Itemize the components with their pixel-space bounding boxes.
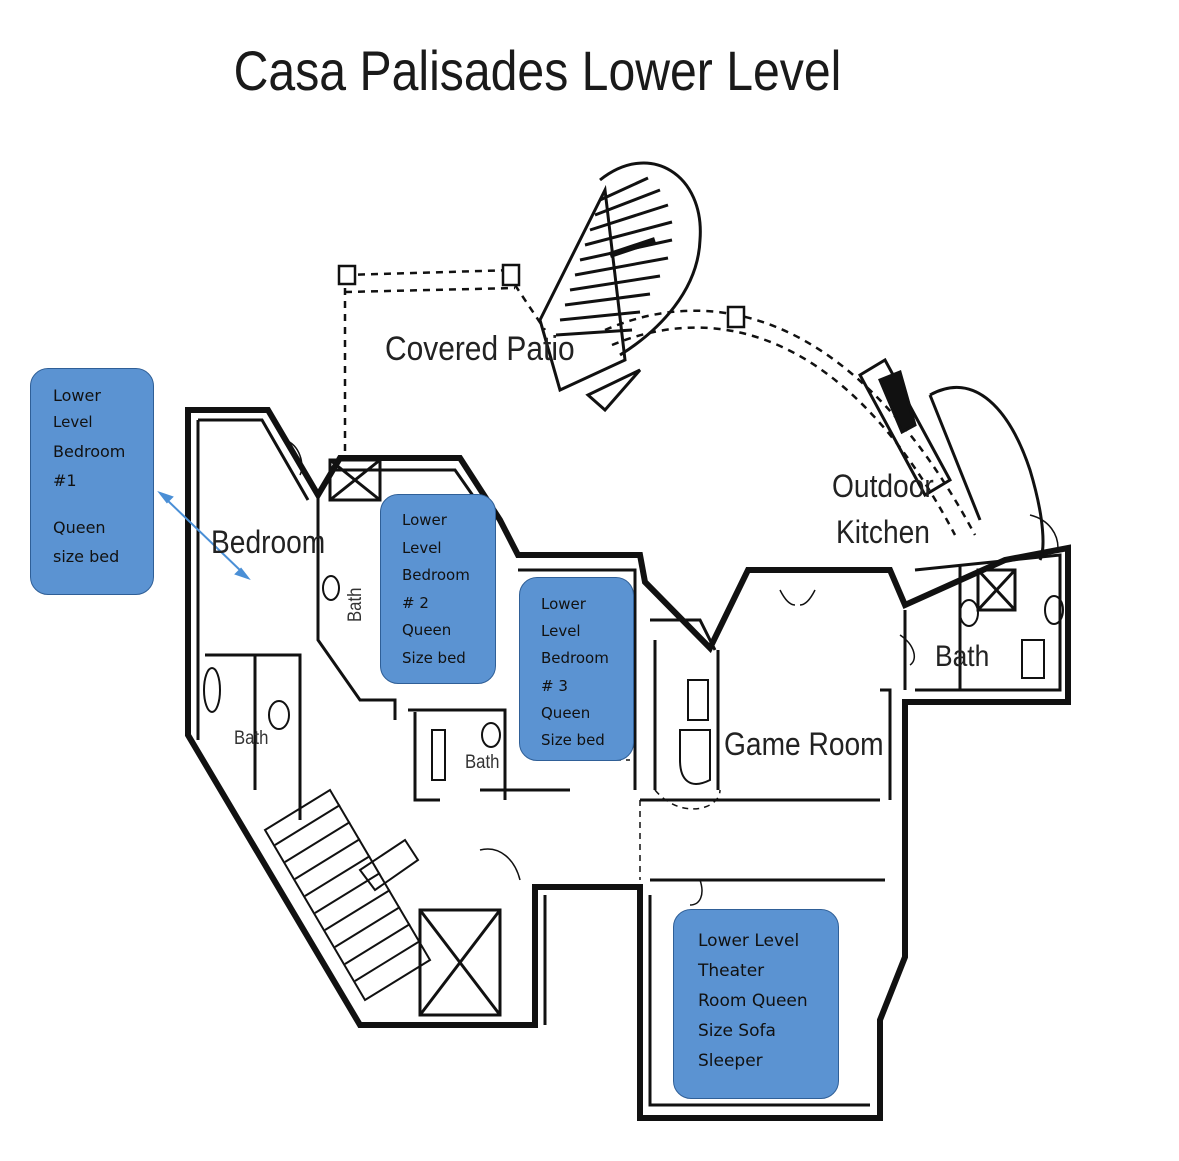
callout-bedroom-2: Lower Level Bedroom # 2 Queen Size bed xyxy=(380,494,496,684)
callout-theater-line: Sleeper xyxy=(698,1051,763,1071)
callout-bedroom-3-line: Lower xyxy=(541,595,586,613)
spiral-staircase xyxy=(538,161,702,413)
callout-bedroom-1-line: #1 xyxy=(53,471,77,490)
bath-vertical-label: Bath xyxy=(345,587,366,622)
lower-stairs xyxy=(263,788,432,1002)
game-room-label: Game Room xyxy=(724,726,884,762)
callout-bedroom-3-line: Level xyxy=(541,622,581,641)
covered-patio-label: Covered Patio xyxy=(385,330,575,368)
callout-bedroom-1-line: Bedroom xyxy=(53,442,126,461)
callout-theater-line: Room Queen xyxy=(698,991,808,1011)
callout-bedroom-2-line: Bedroom xyxy=(402,566,470,584)
page-title: Casa Palisades Lower Level xyxy=(233,39,842,102)
callout-bedroom-3-line: # 3 xyxy=(541,676,568,695)
callout-bedroom-3-line: Bedroom xyxy=(541,649,609,668)
callout-theater-line: Theater xyxy=(698,961,765,981)
bath-left-label: Bath xyxy=(234,728,269,749)
callout-theater-room: Lower Level Theater Room Queen Size Sofa… xyxy=(673,909,839,1099)
callout-bedroom-3: Lower Level Bedroom # 3 Queen Size bed xyxy=(519,577,634,761)
callout-bedroom-2-line: Lower xyxy=(402,511,447,529)
callout-theater-line: Lower Level xyxy=(698,931,800,951)
bedroom1-pointer-arrow xyxy=(157,491,251,580)
door-swings xyxy=(284,439,1059,906)
game-room-dashes xyxy=(560,759,721,880)
bedroom-label: Bedroom xyxy=(211,524,326,560)
outdoor-kitchen-label-line1: Outdoor xyxy=(832,468,934,504)
callout-bedroom-1-line: Queen xyxy=(53,518,106,537)
callout-bedroom-2-line: Level xyxy=(402,538,442,557)
callout-bedroom-1-line: size bed xyxy=(53,547,120,566)
bath-mid-label: Bath xyxy=(465,752,500,773)
callout-bedroom-2-line: Size bed xyxy=(402,648,466,667)
bath-right-label: Bath xyxy=(935,640,990,673)
callout-bedroom-1-line: Level xyxy=(53,413,93,431)
callout-bedroom-1-line: Lower xyxy=(53,386,101,405)
callout-bedroom-1: Lower Level Bedroom #1 Queen size bed xyxy=(30,368,154,595)
callout-bedroom-2-line: Queen xyxy=(402,621,452,639)
interior-walls xyxy=(196,418,1062,1107)
callout-theater-line: Size Sofa xyxy=(698,1021,776,1041)
exterior-walls xyxy=(185,407,1071,1121)
callout-bedroom-2-line: # 2 xyxy=(402,593,429,612)
outdoor-kitchen-label-line2: Kitchen xyxy=(836,514,930,550)
fixtures xyxy=(203,575,1064,785)
outdoor-kitchen-counter xyxy=(857,357,1045,561)
patio-posts xyxy=(337,263,746,329)
callout-bedroom-3-line: Queen xyxy=(541,703,591,722)
callout-bedroom-3-line: Size bed xyxy=(541,731,605,750)
